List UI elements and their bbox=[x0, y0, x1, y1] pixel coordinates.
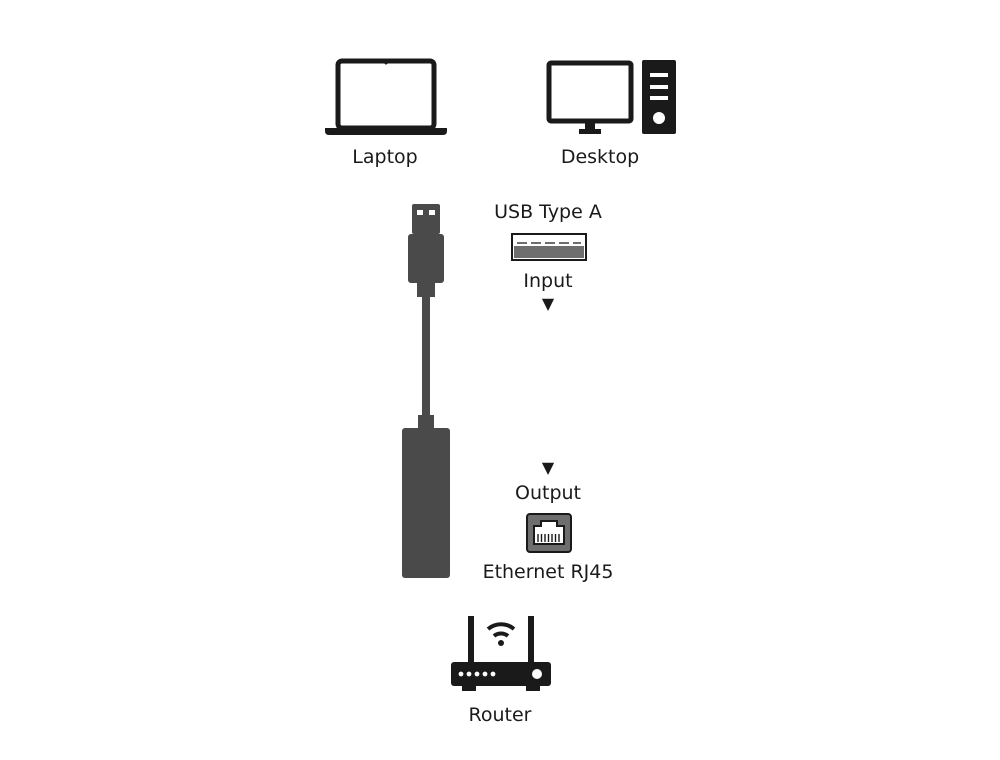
usb-plug-icon bbox=[408, 204, 444, 283]
desktop-icon bbox=[546, 60, 678, 136]
output-arrow-icon: ▼ bbox=[541, 458, 555, 477]
usb-type-a-label: USB Type A bbox=[494, 201, 602, 223]
output-label: Output bbox=[515, 482, 581, 504]
ethernet-rj45-label: Ethernet RJ45 bbox=[482, 561, 614, 583]
laptop-label: Laptop bbox=[352, 146, 418, 168]
desktop-label: Desktop bbox=[560, 146, 640, 168]
ethernet-port-icon bbox=[526, 513, 572, 553]
input-label: Input bbox=[523, 270, 573, 292]
laptop-icon bbox=[324, 58, 448, 138]
input-arrow-icon: ▼ bbox=[541, 294, 555, 313]
router-icon bbox=[450, 616, 552, 694]
router-label: Router bbox=[468, 704, 532, 726]
usb-ethernet-adapter bbox=[396, 198, 456, 582]
usb-port-icon bbox=[511, 233, 587, 261]
